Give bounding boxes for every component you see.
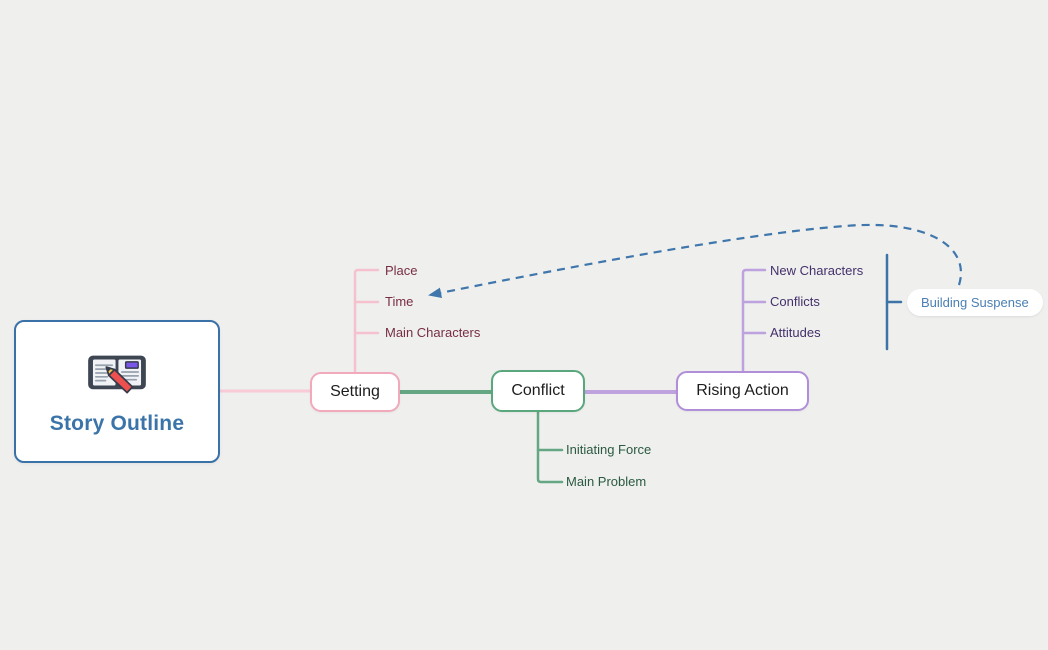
node-conflict[interactable]: Conflict bbox=[491, 370, 585, 412]
root-node-label: Story Outline bbox=[49, 412, 185, 435]
node-place[interactable]: Place bbox=[385, 263, 418, 278]
node-rising-action[interactable]: Rising Action bbox=[676, 371, 809, 411]
node-main-characters[interactable]: Main Characters bbox=[385, 325, 481, 340]
node-main-problem[interactable]: Main Problem bbox=[566, 474, 647, 489]
open-book-with-pencil-icon bbox=[86, 347, 148, 402]
suspense-to-time-arrow bbox=[428, 223, 962, 298]
node-setting-label: Setting bbox=[330, 383, 380, 400]
node-setting[interactable]: Setting bbox=[310, 372, 400, 412]
node-conflict-label: Conflict bbox=[511, 382, 565, 399]
node-initiating-force[interactable]: Initiating Force bbox=[566, 442, 652, 457]
rising-child-tree bbox=[741, 268, 767, 374]
root-node-story-outline[interactable]: Story Outline bbox=[14, 320, 220, 463]
annotation-building-suspense[interactable]: Building Suspense bbox=[907, 289, 1043, 316]
node-new-characters[interactable]: New Characters bbox=[770, 263, 864, 278]
setting-child-tree bbox=[353, 268, 380, 374]
node-rising-action-label: Rising Action bbox=[696, 382, 789, 399]
annotation-building-suspense-label: Building Suspense bbox=[921, 295, 1029, 310]
annotation-bracket bbox=[885, 253, 903, 351]
node-time[interactable]: Time bbox=[385, 294, 414, 309]
node-attitudes[interactable]: Attitudes bbox=[770, 325, 821, 340]
conflict-child-tree bbox=[536, 409, 564, 484]
node-conflicts[interactable]: Conflicts bbox=[770, 294, 820, 309]
